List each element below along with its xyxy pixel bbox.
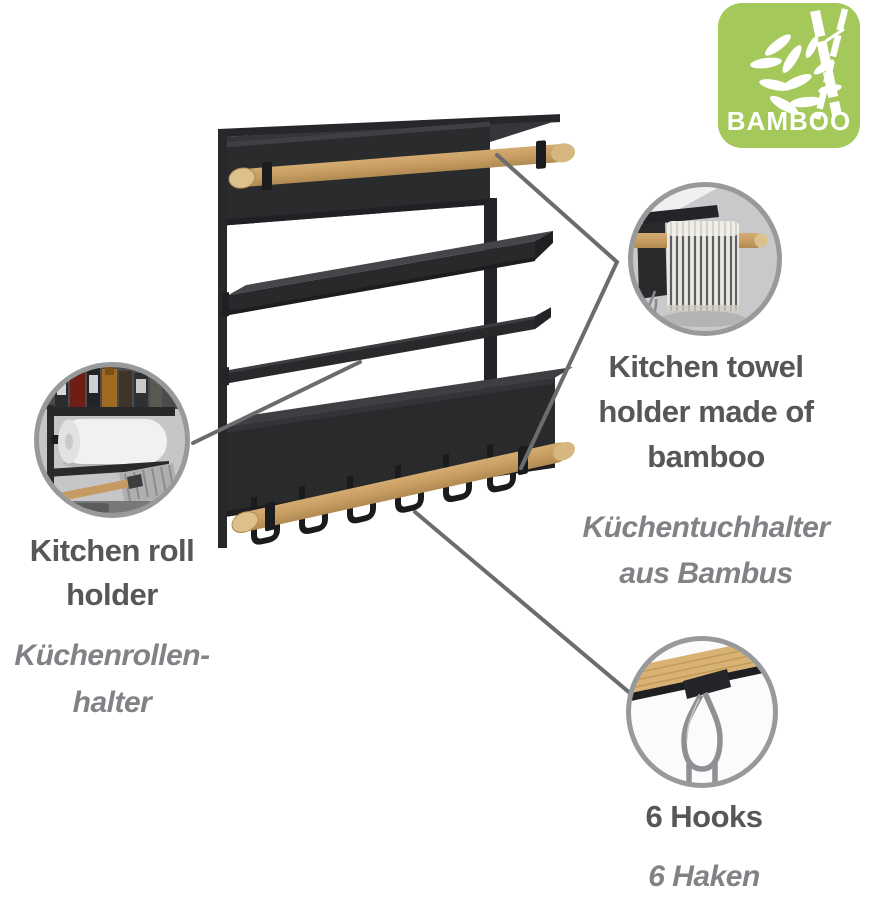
subtitle-line: halter (72, 686, 152, 719)
subtitle-line: aus Bambus (619, 557, 793, 590)
hooks-title: 6 Hooks (600, 794, 808, 839)
left-post (218, 130, 227, 548)
chrome-hook-icon (681, 691, 723, 783)
wall-rack (218, 114, 575, 548)
spice-jars (55, 367, 162, 407)
subtitle-line: Küchenrollen- (14, 639, 210, 672)
hook-callout-photo (626, 636, 778, 788)
bamboo-rod-bottom (232, 442, 568, 533)
hook-icon (251, 496, 280, 545)
lower-rail (221, 307, 551, 387)
kitchen-roll-detail (39, 367, 185, 513)
paper-roll (59, 419, 167, 464)
hooks (251, 444, 516, 545)
subtitle-line: 6 Haken (648, 860, 760, 893)
middle-shelf (222, 230, 553, 318)
hook-icon (395, 464, 424, 513)
bamboo-rod-top (230, 143, 570, 188)
kitchen-towel-title: Kitchen towel holder made of bamboo (541, 344, 869, 479)
leader-line-towel (495, 153, 620, 470)
kitchen-roll-callout-photo (34, 362, 190, 518)
hook-icon (443, 453, 472, 503)
leader-line-roll (191, 360, 362, 445)
hook-detail (631, 641, 773, 783)
leader-lines (191, 153, 639, 701)
bamboo-badge: BAMBOO (718, 3, 860, 148)
title-line: Kitchen towel (608, 349, 804, 384)
hook-icon (487, 444, 516, 493)
title-line: holder made of (598, 394, 814, 429)
back-rail (218, 114, 560, 137)
title-line: Kitchen roll (29, 533, 195, 568)
brush-handle (59, 479, 131, 501)
kitchen-roll-title: Kitchen roll holder (6, 529, 218, 617)
title-line: 6 Hooks (645, 799, 763, 834)
striped-towel (667, 221, 739, 311)
top-shelf (227, 121, 575, 226)
kitchen-towel-callout-photo (628, 182, 782, 336)
leader-line-hooks (413, 510, 639, 701)
badge-label: BAMBOO (726, 106, 852, 136)
kitchen-towel-detail (633, 187, 768, 327)
title-line: holder (66, 577, 158, 612)
hook-icon (347, 475, 376, 524)
kitchen-roll-subtitle: Küchenrollen- halter (0, 632, 224, 726)
bamboo-icon (750, 8, 849, 120)
kitchen-towel-subtitle: Küchentuchhalter aus Bambus (541, 505, 869, 597)
hooks-subtitle: 6 Haken (600, 854, 808, 900)
hook-icon (299, 485, 328, 534)
hook-clip (683, 669, 731, 699)
title-line: bamboo (647, 439, 765, 474)
subtitle-line: Küchentuchhalter (582, 511, 830, 544)
